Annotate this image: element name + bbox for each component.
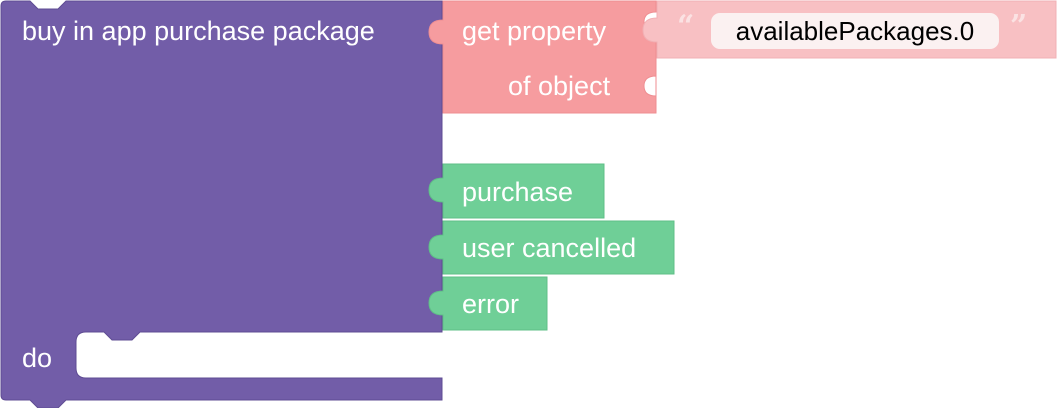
open-quote-icon: “ xyxy=(677,9,695,44)
event-block-error[interactable] xyxy=(428,276,548,331)
get-property-label: get property xyxy=(462,16,607,46)
of-object-label: of object xyxy=(508,71,611,101)
buy-package-block[interactable] xyxy=(0,0,443,408)
event-label-purchase: purchase xyxy=(462,177,574,207)
event-label-user-cancelled: user cancelled xyxy=(462,233,637,263)
event-block-user-cancelled[interactable] xyxy=(428,220,675,275)
event-label-error: error xyxy=(462,289,520,319)
text-value-field[interactable]: availablePackages.0 xyxy=(711,13,999,49)
buy-package-label: buy in app purchase package xyxy=(22,16,375,46)
of-object-socket[interactable] xyxy=(643,75,657,97)
do-label: do xyxy=(22,343,53,373)
close-quote-icon: ” xyxy=(1010,9,1028,44)
event-block-purchase[interactable] xyxy=(428,163,605,219)
get-property-block[interactable] xyxy=(428,0,657,114)
